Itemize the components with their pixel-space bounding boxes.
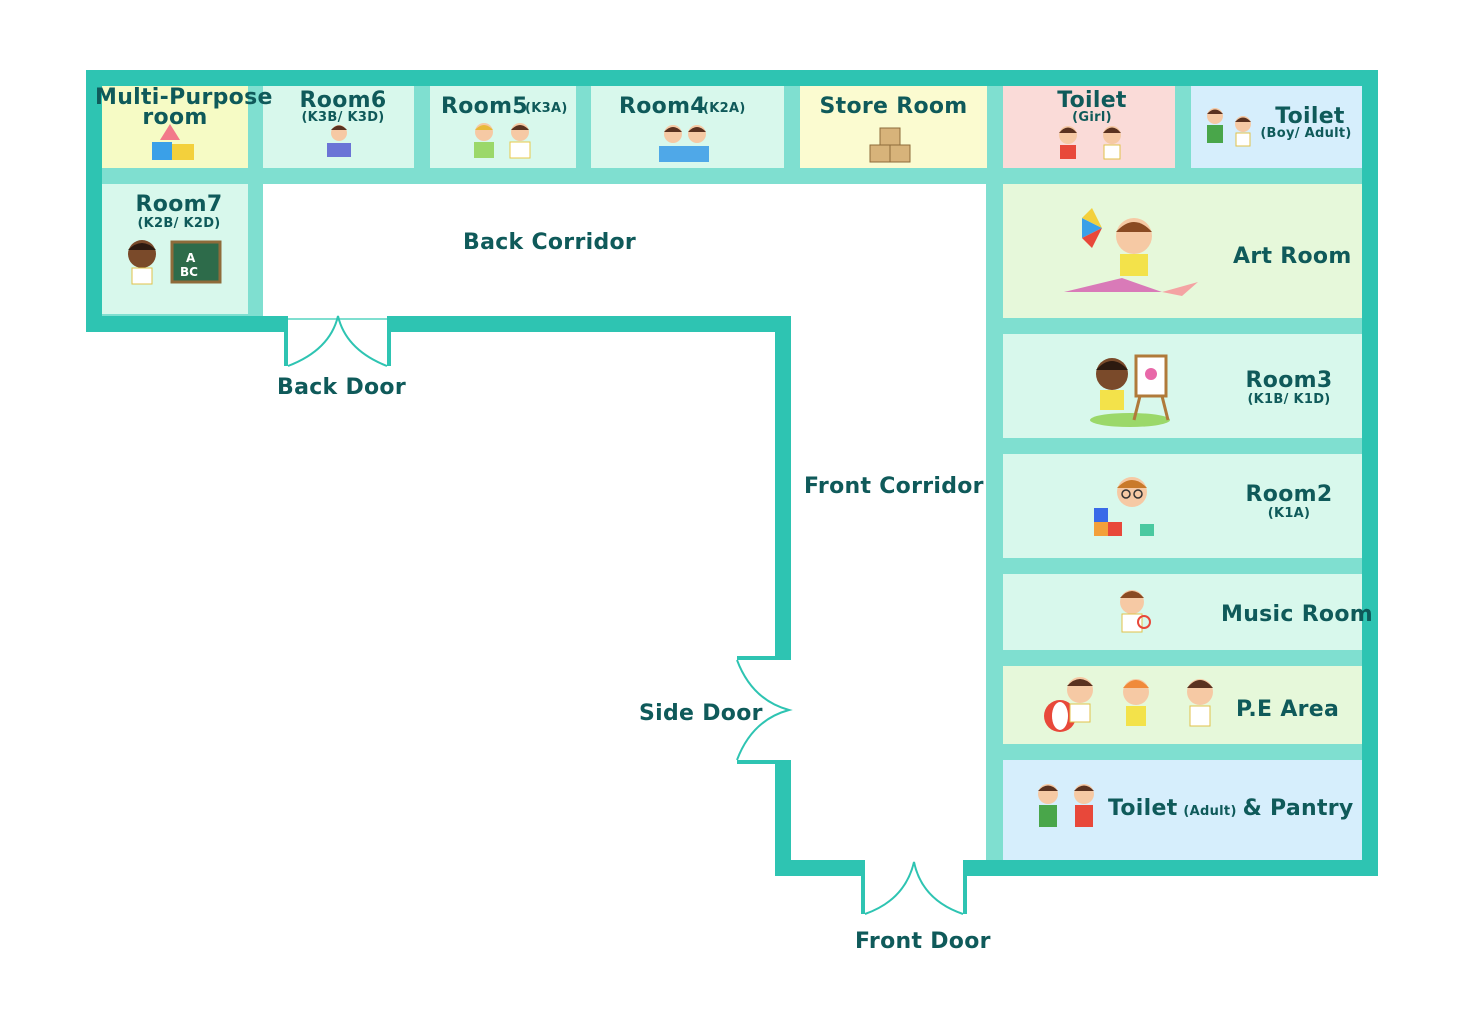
front-door-jamb-left [861,860,865,914]
toilet-pantry-sub: (Adult) [1183,804,1237,819]
room7-label: Room7 [135,192,223,217]
two-children-reading-icon [659,125,709,162]
back-door-arc-icon [287,315,388,367]
wall-top [86,70,1378,86]
front-door-arc-icon [864,861,964,915]
room3-sub: (K1B/ K1D) [1247,392,1331,407]
girls-icon [1059,126,1121,160]
toilet-pantry-name-b: & Pantry [1242,796,1354,821]
side-door-jamb-bottom [737,760,791,764]
boxes-icon [869,127,911,163]
front-door-label: Front Door [855,929,991,954]
boy-adult-icon [1207,108,1251,147]
toilet-girl[interactable] [1003,86,1175,168]
svg-text:BC: BC [180,265,198,279]
toilet-pantry[interactable] [1003,760,1362,860]
side-door-label: Side Door [639,701,763,726]
wall-front-upper [775,316,791,658]
music-room[interactable] [1003,574,1362,650]
music-girl-icon [1120,590,1151,633]
room4-label: Room4 [619,94,706,119]
room3-label: Room3 [1245,368,1333,393]
wall-left [86,70,102,332]
back-corridor-label: Back Corridor [463,230,637,255]
side-door-jamb-top [737,656,791,660]
room2-label: Room2 [1245,482,1333,507]
toilet-boy-sub: (Boy/ Adult) [1260,126,1352,141]
wall-back-right [389,316,791,332]
wall-bottom-left [775,860,863,876]
wall-back-left [86,316,286,332]
wall-right [1362,70,1378,876]
multipurpose-line1: Multi-Purpose [95,85,273,110]
room5[interactable] [430,86,576,168]
abc-board-icon: A BC [128,240,222,285]
toilet-pantry-name-a: Toilet [1108,796,1178,821]
wall-bottom-right [965,860,1378,876]
art-room-label: Art Room [1233,244,1352,269]
toilet-boy-label: Toilet [1275,104,1345,129]
toilet-pantry-label: Toilet (Adult) & Pantry [1108,796,1354,821]
room5-sub: (K3A) [525,101,568,116]
pinwheel-girl-icon [1064,208,1198,296]
wall-front-lower [775,762,791,876]
pe-area-label: P.E Area [1236,697,1340,722]
back-door-jamb-right [387,316,391,366]
toilet-girl-label: Toilet [1057,88,1127,113]
painting-girl-icon [1090,354,1170,427]
shapes-icon [152,124,194,160]
adults-icon [1038,784,1094,827]
children-books-icon [474,123,531,159]
front-corridor-label: Front Corridor [804,474,984,499]
multipurpose-label: Multi-Purpose room [95,85,273,130]
back-door-label: Back Door [277,375,406,400]
room7-sub: (K2B/ K2D) [137,216,221,231]
room2[interactable] [1003,454,1362,558]
toilet-girl-sub: (Girl) [1072,110,1112,125]
room3[interactable] [1003,334,1362,438]
front-door-jamb-right [963,860,967,914]
room6-sub: (K3B/ K3D) [301,110,385,125]
store-room-label: Store Room [819,94,968,119]
blocks-boy-icon [1094,477,1154,536]
room4-sub: (K2A) [703,101,746,116]
room2-sub: (K1A) [1267,506,1311,521]
front-corridor [790,184,986,860]
pe-children-icon [1044,677,1213,732]
music-room-label: Music Room [1221,602,1373,627]
side-door-arc-icon [736,659,793,761]
room6-label: Room6 [299,88,387,113]
multipurpose-line2: room [142,105,208,130]
room5-label: Room5 [441,94,528,119]
svg-text:A: A [186,251,196,265]
reading-child-icon [327,125,351,157]
art-room[interactable] [1003,184,1362,318]
back-door-jamb-left [284,316,288,366]
